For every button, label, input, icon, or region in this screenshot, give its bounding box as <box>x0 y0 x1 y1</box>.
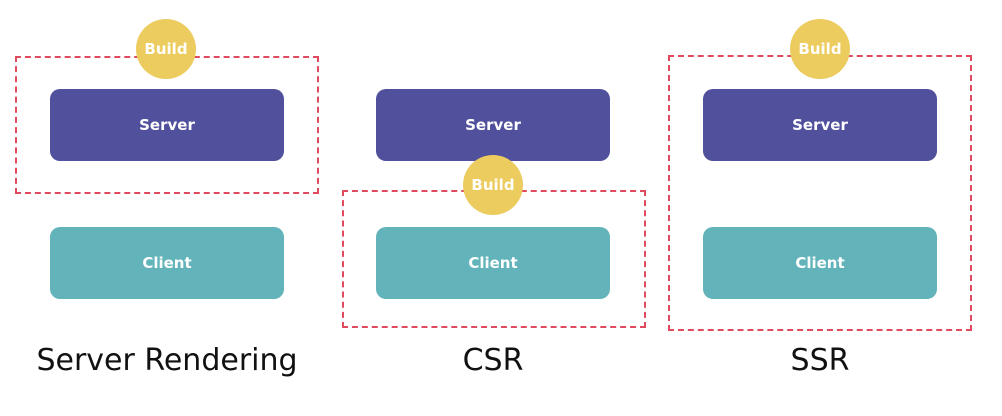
build-badge-ssr: Build <box>790 19 850 79</box>
build-badge-server-rendering: Build <box>136 19 196 79</box>
caption-csr: CSR <box>462 343 524 378</box>
client-box-server-rendering: Client <box>50 227 284 299</box>
caption-ssr: SSR <box>790 343 850 378</box>
caption-server-rendering: Server Rendering <box>36 343 298 378</box>
client-box-csr: Client <box>376 227 610 299</box>
server-box-server-rendering: Server <box>50 89 284 161</box>
client-box-ssr: Client <box>703 227 937 299</box>
build-badge-csr: Build <box>463 155 523 215</box>
server-box-ssr: Server <box>703 89 937 161</box>
server-box-csr: Server <box>376 89 610 161</box>
